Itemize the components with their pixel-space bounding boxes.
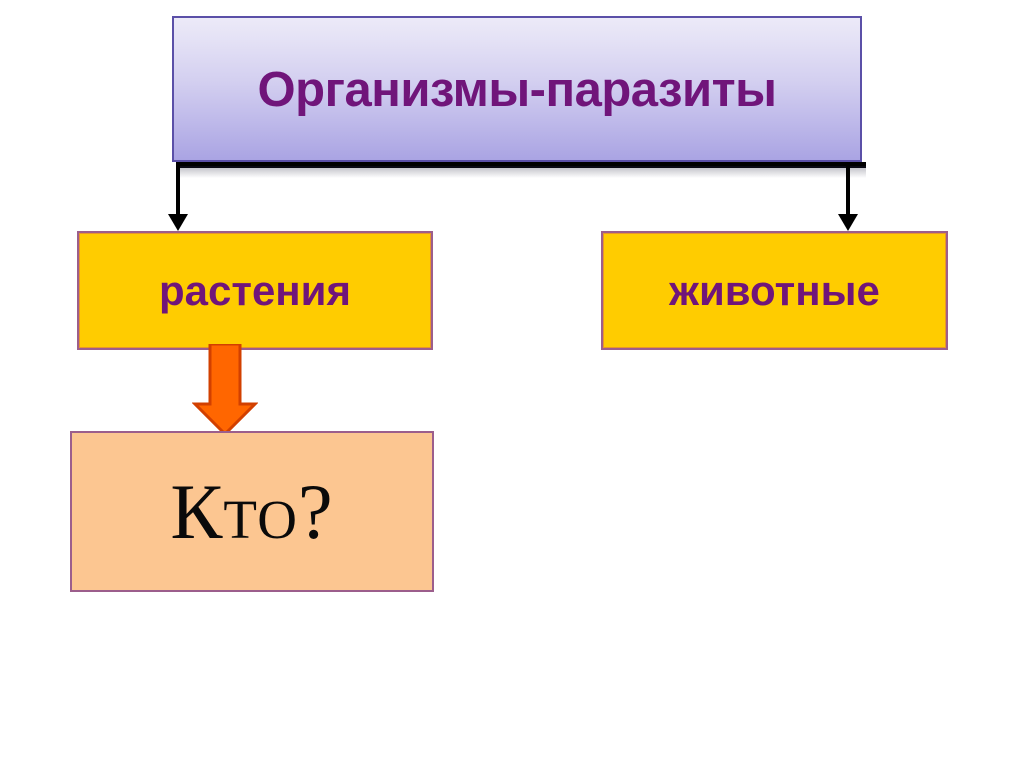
branch-label-animals: животные [669, 266, 880, 314]
arrowhead-right-icon [838, 214, 858, 231]
block-arrow-down-icon [192, 344, 258, 436]
connector-vertical-right [846, 162, 850, 218]
arrowhead-left-icon [168, 214, 188, 231]
title-box-shadow-soft [176, 168, 866, 178]
connector-vertical-left [176, 162, 180, 218]
branch-label-plants: растения [159, 266, 351, 314]
page-title: Организмы-паразиты [257, 62, 777, 117]
connector-horizontal-bus [176, 162, 866, 166]
branch-box-plants[interactable]: растения [77, 231, 433, 350]
question-label: Кто? [170, 467, 334, 555]
question-box[interactable]: Кто? [70, 431, 434, 592]
title-box[interactable]: Организмы-паразиты [172, 16, 862, 162]
branch-box-animals[interactable]: животные [601, 231, 948, 350]
